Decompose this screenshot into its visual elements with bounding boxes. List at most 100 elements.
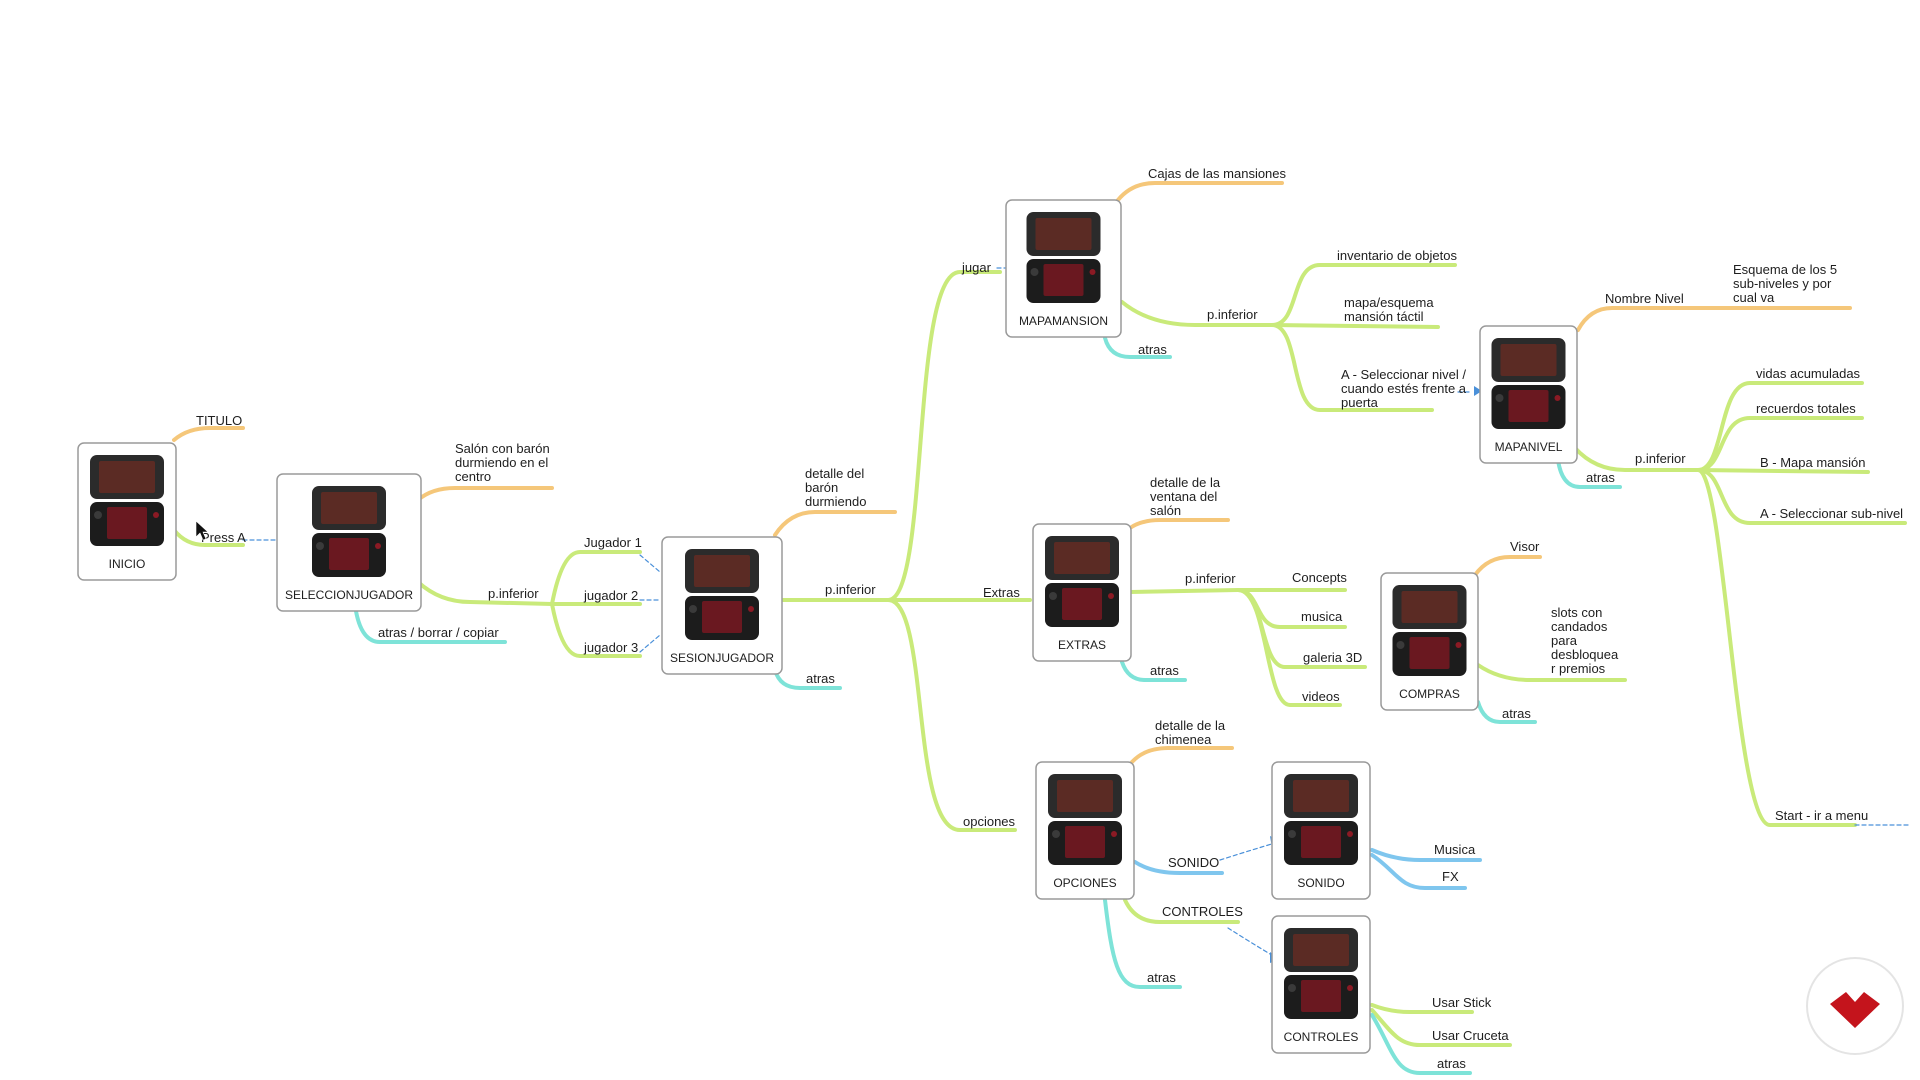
label-usar-cruceta: Usar Cruceta xyxy=(1432,1028,1509,1043)
branch-titulo xyxy=(172,426,245,442)
node-compras[interactable]: COMPRAS xyxy=(1380,572,1479,711)
node-inicio-label: INICIO xyxy=(109,557,146,571)
label-sonido: SONIDO xyxy=(1168,855,1219,870)
branch-detalle-ventana xyxy=(1128,518,1230,530)
node-sonido[interactable]: SONIDO xyxy=(1271,761,1371,900)
label-atras-opciones: atras xyxy=(1147,970,1176,985)
device-bottom-screen xyxy=(1301,826,1341,858)
circle-pad-icon xyxy=(1049,592,1057,600)
label-p-inferior-4: p.inferior xyxy=(1635,451,1686,466)
device-bottom-screen xyxy=(1409,637,1450,669)
label-esquema-line2: sub-niveles y por xyxy=(1733,276,1832,291)
label-slots-line2: candados xyxy=(1551,619,1608,634)
branch-atras-mapanivel xyxy=(1556,458,1622,489)
node-mapanivel[interactable]: MAPANIVEL xyxy=(1479,325,1578,464)
device-top-screen xyxy=(1500,344,1557,376)
device-thumbnail-icon xyxy=(1284,928,1358,1019)
label-detalle-baron: detalle del barón durmiendo xyxy=(805,466,868,509)
label-p-inferior-1: p.inferior xyxy=(488,586,539,601)
label-salon-line2: durmiendo en el xyxy=(455,455,548,470)
node-opciones[interactable]: OPCIONES xyxy=(1035,761,1135,900)
branch-mapa-esquema xyxy=(1270,323,1440,329)
dash-jugador1 xyxy=(639,554,661,573)
branch-atras-borrar xyxy=(353,603,507,644)
label-musica: musica xyxy=(1301,609,1343,624)
label-atras-compras: atras xyxy=(1502,706,1531,721)
branch-nombre-nivel xyxy=(1576,306,1852,332)
branch-sonido xyxy=(1133,860,1224,875)
label-atras-extras: atras xyxy=(1150,663,1179,678)
branch-jugador3 xyxy=(550,602,642,658)
screen-nodes: INICIO SELECCIONJUGADOR SESIONJUGADOR MAPAM… xyxy=(77,199,1578,1054)
node-extras[interactable]: EXTRAS xyxy=(1032,523,1132,662)
label-mapa-esquema-line2: mansión táctil xyxy=(1344,309,1424,324)
branch-atras-opciones xyxy=(1103,898,1182,989)
label-start: Start - ir a menu xyxy=(1775,808,1868,823)
node-sesionjugador-label: SESIONJUGADOR xyxy=(670,651,774,665)
label-p-inferior-3: p.inferior xyxy=(1207,307,1258,322)
branch-p-inferior-4 xyxy=(1573,446,1702,472)
device-top-screen xyxy=(1057,780,1113,812)
branch-p-inferior-3 xyxy=(1120,300,1277,327)
label-slots-line5: r premios xyxy=(1551,661,1606,676)
label-slots-line1: slots con xyxy=(1551,605,1602,620)
branch-labels: TITULO Press A Salón con barón durmiendo… xyxy=(196,166,1903,1071)
node-controles[interactable]: CONTROLES xyxy=(1271,915,1371,1054)
node-seleccionjugador[interactable]: SELECCIONJUGADOR xyxy=(276,473,422,612)
branch-recuerdos xyxy=(1696,416,1864,472)
device-bottom-screen xyxy=(1301,980,1341,1012)
label-opciones: opciones xyxy=(963,814,1016,829)
label-esquema-line1: Esquema de los 5 xyxy=(1733,262,1837,277)
circle-pad-icon xyxy=(1288,984,1296,992)
label-slots: slots con candados para desbloquea r pre… xyxy=(1551,605,1622,676)
face-buttons-icon xyxy=(1111,831,1117,837)
node-inicio[interactable]: INICIO xyxy=(77,442,177,581)
label-p-inferior-5: p.inferior xyxy=(1185,571,1236,586)
branch-usar-cruceta xyxy=(1370,1008,1512,1047)
device-top-screen xyxy=(1293,934,1349,966)
branch-controles xyxy=(1123,898,1240,924)
face-buttons-icon xyxy=(748,606,754,612)
node-controles-label: CONTROLES xyxy=(1284,1030,1359,1044)
device-thumbnail-icon xyxy=(1048,774,1122,865)
branch-p-inferior-5 xyxy=(1128,588,1240,594)
branch-detalle-chimenea xyxy=(1130,746,1234,764)
branch-b-mapa xyxy=(1696,468,1870,474)
label-slots-line4: desbloquea xyxy=(1551,647,1619,662)
label-detalle-baron-line1: detalle del xyxy=(805,466,864,481)
node-mapamansion[interactable]: MAPAMANSION xyxy=(1005,199,1122,338)
label-fx: FX xyxy=(1442,869,1459,884)
branch-jugador1 xyxy=(550,550,642,606)
branch-salon xyxy=(416,486,554,502)
node-compras-label: COMPRAS xyxy=(1399,687,1460,701)
branch-fx xyxy=(1370,853,1467,890)
device-top-screen xyxy=(694,555,750,587)
label-salon: Salón con barón durmiendo en el centro xyxy=(455,441,553,484)
branch-atras-compras xyxy=(1476,700,1537,724)
node-sesionjugador[interactable]: SESIONJUGADOR xyxy=(661,536,783,675)
branch-a-seleccionar xyxy=(1270,323,1434,412)
label-atras-sesion: atras xyxy=(806,671,835,686)
circle-pad-icon xyxy=(1030,268,1039,276)
label-detalle-baron-line3: durmiendo xyxy=(805,494,866,509)
circle-pad-icon xyxy=(1052,830,1060,838)
arrowhead-mapanivel-icon xyxy=(1474,386,1482,396)
label-detalle-ventana-line3: salón xyxy=(1150,503,1181,518)
branch-detalle-baron xyxy=(773,510,897,537)
face-buttons-icon xyxy=(375,543,381,549)
label-p-inferior-2: p.inferior xyxy=(825,582,876,597)
branch-cajas xyxy=(1116,181,1284,202)
logo[interactable] xyxy=(1806,957,1904,1055)
label-cajas: Cajas de las mansiones xyxy=(1148,166,1287,181)
label-recuerdos: recuerdos totales xyxy=(1756,401,1856,416)
branch-slots xyxy=(1476,663,1627,682)
device-top-screen xyxy=(321,492,377,524)
label-mapa-esquema: mapa/esquema mansión táctil xyxy=(1344,295,1437,324)
label-esquema-line3: cual va xyxy=(1733,290,1775,305)
label-b-mapa: B - Mapa mansión xyxy=(1760,455,1866,470)
device-thumbnail-icon xyxy=(1045,536,1119,627)
device-bottom-screen xyxy=(1508,390,1549,422)
branch-atras-extras xyxy=(1120,660,1187,682)
circle-pad-icon xyxy=(1288,830,1296,838)
